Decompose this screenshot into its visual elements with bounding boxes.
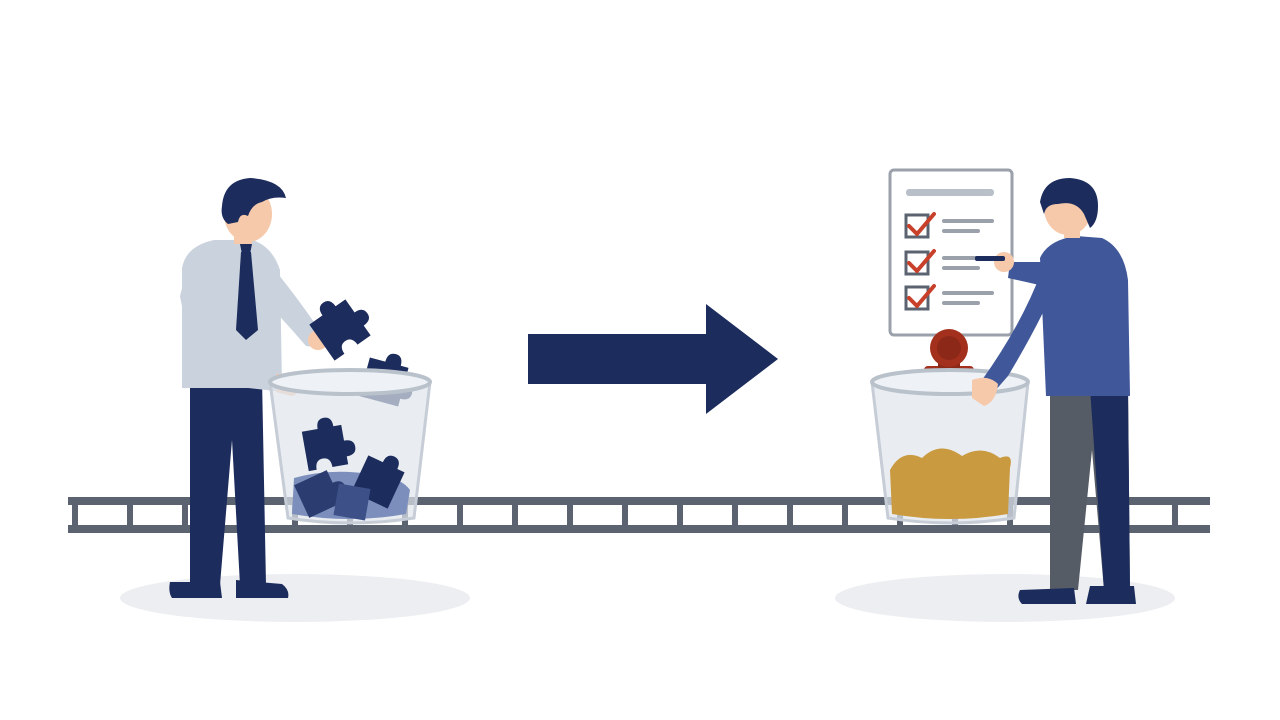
casual-man-figure (972, 178, 1136, 604)
track-tie (622, 497, 628, 533)
track-tie (567, 497, 573, 533)
checklist-line (942, 291, 994, 295)
puzzle-piece-icon (301, 417, 356, 472)
puzzle-piece-icon (309, 299, 371, 361)
right-arrow-icon (528, 304, 778, 414)
glass-bin (268, 368, 432, 525)
checkmark-icon (907, 249, 936, 273)
track-tie (732, 497, 738, 533)
puzzle-piece-icon (333, 483, 371, 521)
glass-bin (870, 368, 1030, 525)
track-tie (182, 497, 188, 533)
track-tie (842, 497, 848, 533)
checkmark-icon (907, 212, 936, 236)
checkmark-icon (907, 284, 936, 308)
checkbox-icon (904, 250, 930, 276)
track-tie (457, 497, 463, 533)
checklist-line (942, 266, 980, 270)
puzzle-piece-icon (294, 470, 346, 518)
track-tie (127, 497, 133, 533)
checkbox-icon (904, 213, 930, 239)
track-tie (787, 497, 793, 533)
track-tie (1172, 497, 1178, 533)
track-tie (677, 497, 683, 533)
checklist-item (904, 284, 994, 311)
checklist-item (904, 212, 994, 239)
checklist-clipboard (888, 168, 1014, 337)
checklist-line (942, 301, 980, 305)
checkbox-icon (904, 285, 930, 311)
track-tie (512, 497, 518, 533)
checklist-line (942, 229, 980, 233)
checklist-line (942, 219, 994, 223)
track-tie (72, 497, 78, 533)
